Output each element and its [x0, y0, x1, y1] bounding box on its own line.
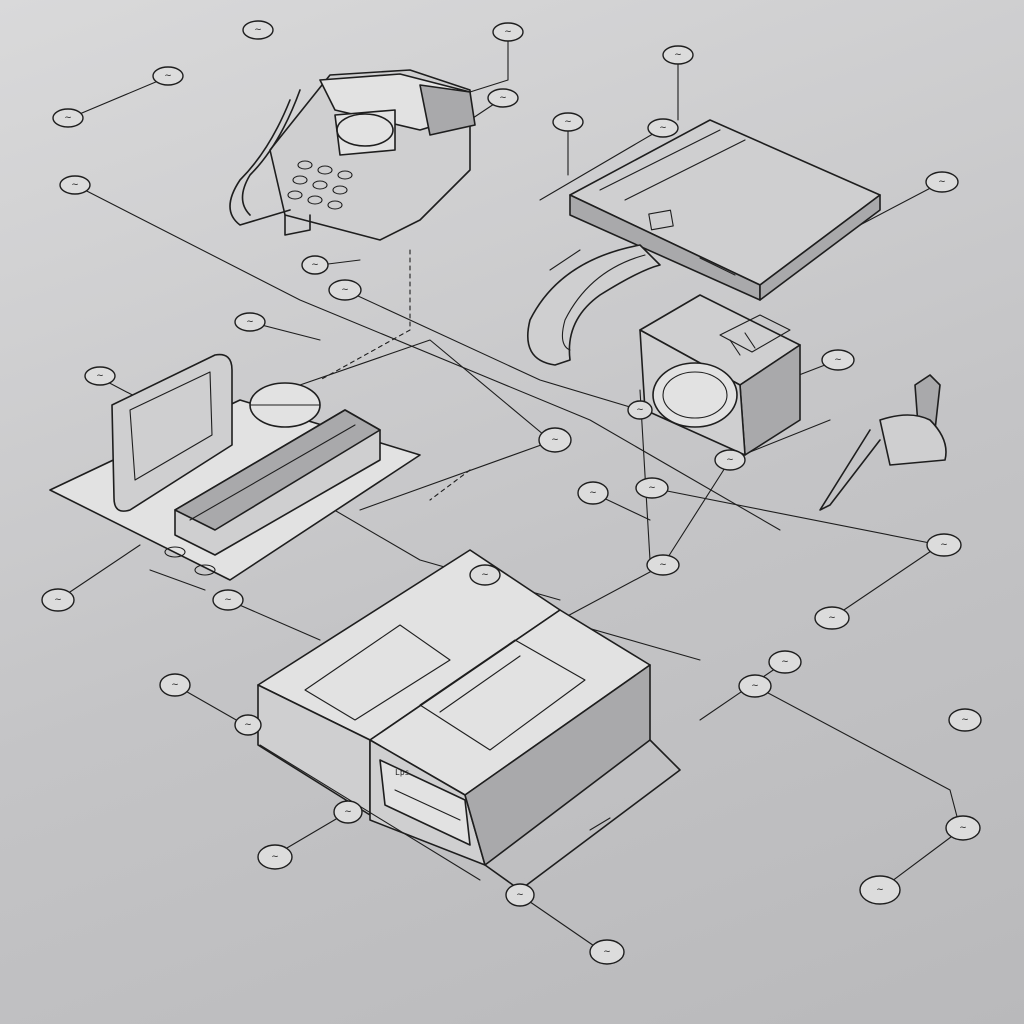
svg-text:~: ~: [659, 560, 667, 570]
callout-bubble: ~: [646, 554, 680, 576]
callout-bubble: ~: [552, 112, 584, 132]
svg-text:~: ~: [648, 483, 656, 493]
svg-text:~: ~: [959, 823, 967, 833]
svg-text:~: ~: [96, 371, 104, 381]
callout-bubble: ~: [505, 883, 535, 907]
callout-bubble: ~: [768, 650, 802, 674]
callout-bubble: ~: [257, 844, 293, 870]
svg-text:~: ~: [876, 885, 884, 895]
callout-bubble: ~: [945, 815, 981, 841]
callout-bubble: ~: [469, 564, 501, 586]
svg-text:~: ~: [341, 285, 349, 295]
svg-text:~: ~: [344, 807, 352, 817]
callout-bubble: ~: [152, 66, 184, 86]
svg-text:~: ~: [589, 488, 597, 498]
callout-bubble: ~: [84, 366, 116, 386]
svg-text:~: ~: [504, 27, 512, 37]
svg-text:~: ~: [481, 570, 489, 580]
callout-bubble: ~: [333, 800, 363, 824]
callout-bubble: ~: [487, 88, 519, 108]
callout-bubble: ~: [647, 118, 679, 138]
svg-text:~: ~: [224, 595, 232, 605]
callout-bubble: ~: [301, 255, 329, 275]
console-icon: Lps: [257, 549, 681, 891]
callout-bubble: ~: [234, 714, 262, 736]
callout-bubble: ~: [52, 108, 84, 128]
svg-text:~: ~: [246, 317, 254, 327]
svg-text:~: ~: [828, 613, 836, 623]
callout-bubble: ~: [859, 875, 901, 905]
svg-text:~: ~: [636, 405, 644, 415]
telephone-icon: [229, 69, 476, 241]
callout-bubble: ~: [627, 400, 653, 420]
svg-text:~: ~: [751, 681, 759, 691]
svg-text:~: ~: [254, 25, 262, 35]
svg-text:~: ~: [271, 852, 279, 862]
callout-bubble: ~: [242, 20, 274, 40]
callout-bubble: ~: [662, 45, 694, 65]
console-display-label: Lps: [395, 768, 410, 777]
callout-bubble: ~: [234, 312, 266, 332]
callout-bubble: ~: [821, 349, 855, 371]
svg-text:~: ~: [781, 657, 789, 667]
svg-text:~: ~: [54, 595, 62, 605]
callout-bubble: ~: [328, 279, 362, 301]
callout-bubble: ~: [492, 22, 524, 42]
callout-bubble: ~: [577, 481, 609, 505]
svg-text:~: ~: [64, 113, 72, 123]
callout-bubbles: ~ ~ ~ ~ ~ ~ ~ ~ ~ ~ ~ ~ ~ ~ ~ ~ ~ ~ ~ ~ …: [41, 20, 982, 965]
circuit-board-icon: [49, 353, 421, 591]
callout-bubble: ~: [589, 939, 625, 965]
svg-text:~: ~: [244, 720, 252, 730]
svg-text:~: ~: [499, 93, 507, 103]
callout-bubble: ~: [714, 449, 746, 471]
svg-text:~: ~: [603, 947, 611, 957]
svg-text:~: ~: [171, 680, 179, 690]
tablet-icon: [526, 119, 881, 366]
callout-bubble: ~: [59, 175, 91, 195]
callout-bubble: ~: [814, 606, 850, 630]
telephone-keypad: [287, 160, 353, 210]
svg-text:~: ~: [71, 180, 79, 190]
svg-text:~: ~: [674, 50, 682, 60]
svg-text:~: ~: [961, 715, 969, 725]
callout-bubble: ~: [41, 588, 75, 612]
callout-bubble: ~: [635, 477, 669, 499]
callout-bubble: ~: [738, 674, 772, 698]
svg-text:~: ~: [516, 890, 524, 900]
camera-icon: [639, 294, 801, 456]
callout-bubble: ~: [926, 533, 962, 557]
svg-text:~: ~: [164, 71, 172, 81]
callout-bubble: ~: [925, 171, 959, 193]
svg-text:~: ~: [834, 355, 842, 365]
pen-icon: [819, 374, 947, 511]
callout-bubble: ~: [159, 673, 191, 697]
svg-text:~: ~: [564, 117, 572, 127]
callout-bubble: ~: [948, 708, 982, 732]
svg-text:~: ~: [659, 123, 667, 133]
callout-bubble: ~: [212, 589, 244, 611]
callout-bubble: ~: [538, 427, 572, 453]
svg-text:~: ~: [726, 455, 734, 465]
svg-text:~: ~: [551, 435, 559, 445]
svg-text:~: ~: [940, 540, 948, 550]
svg-text:~: ~: [311, 260, 319, 270]
svg-text:~: ~: [938, 177, 946, 187]
